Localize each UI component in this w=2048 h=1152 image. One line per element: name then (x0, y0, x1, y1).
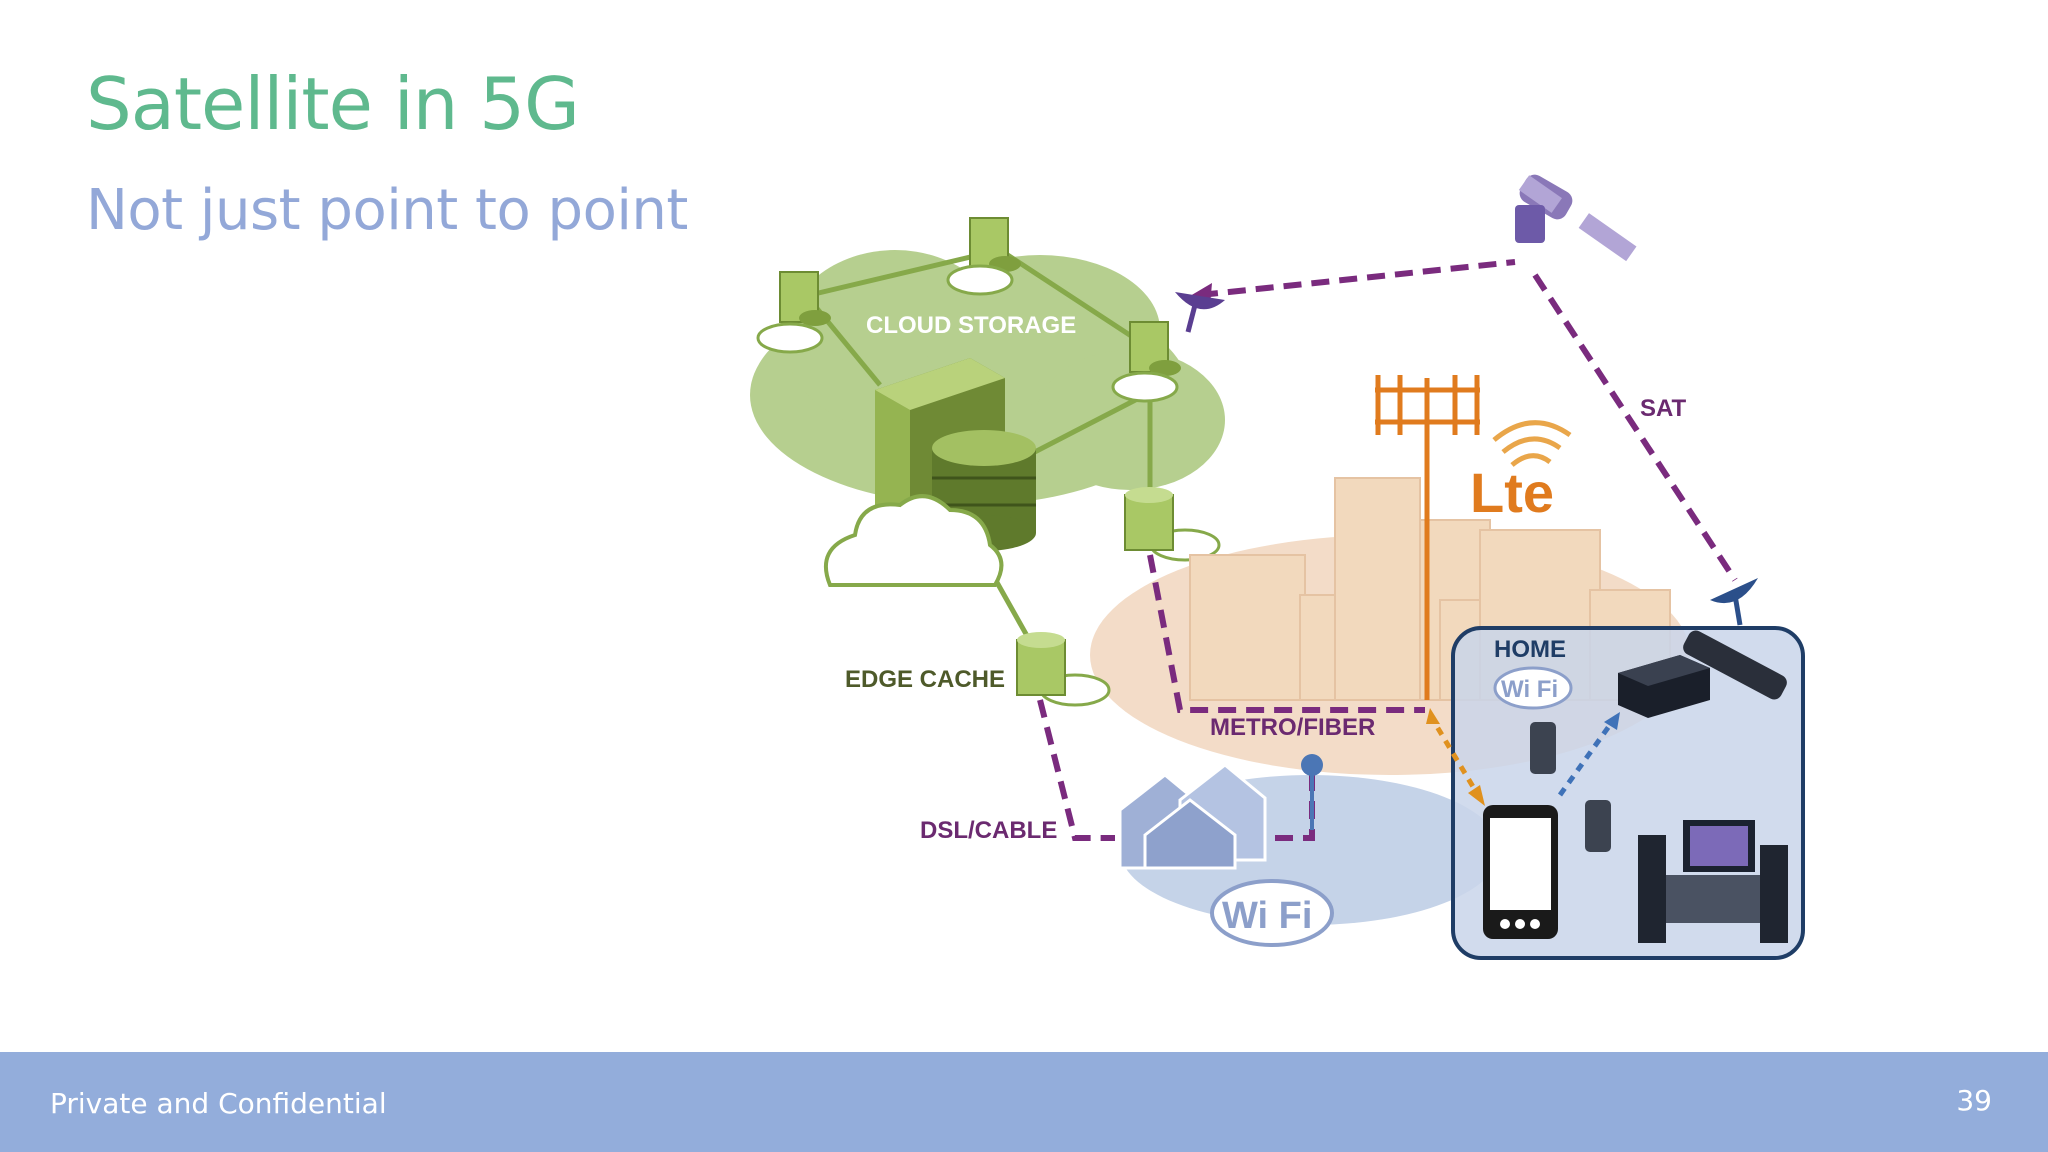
wifi-arrowhead (1604, 712, 1620, 730)
edge-cache-server-icon (1016, 487, 1174, 696)
set-top-box-icon (1618, 655, 1710, 718)
lte-logo: Lte (1470, 461, 1554, 524)
satellite-icon (1515, 174, 1637, 262)
home-label: HOME (1494, 636, 1566, 663)
remote-icon (1683, 630, 1787, 700)
lte-to-phone-arrow (1427, 713, 1481, 797)
cell-tower-icon (1375, 375, 1480, 700)
dashed-links (1037, 259, 1738, 841)
footer-confidential-text: Private and Confidential (50, 1087, 387, 1120)
slide-title: Satellite in 5G (86, 62, 580, 146)
sat-downlink (1532, 273, 1738, 582)
house-icon (1118, 763, 1267, 870)
network-diagram: CLOUD STORAGE (750, 174, 1805, 960)
wifi-home-text: Wi Fi (1501, 676, 1558, 703)
large-cloud-icon (824, 494, 1004, 587)
wifi-hotspot-pin-icon (1301, 754, 1323, 830)
page-number: 39 (1956, 1084, 1992, 1117)
edge-cache-label: EDGE CACHE (845, 666, 1005, 693)
sat-label: SAT (1640, 395, 1687, 422)
cloud-storage-label: CLOUD STORAGE (866, 312, 1076, 339)
small-phone-icon (1530, 722, 1611, 852)
slide-subtitle: Not just point to point (86, 178, 688, 243)
lte-arrowhead (1468, 785, 1485, 806)
dsl-cable-label: DSL/CABLE (920, 817, 1057, 844)
house-link (1275, 775, 1315, 841)
tv-icon (1638, 820, 1788, 943)
metro-fiber-link (1147, 554, 1425, 713)
metro-fiber-label: METRO/FIBER (1210, 714, 1375, 741)
dsl-cable-link (1037, 699, 1115, 841)
lte-arrowhead-top (1426, 708, 1440, 724)
wifi-bottom-text: Wi Fi (1222, 895, 1312, 937)
home-satellite-dish-icon (1710, 578, 1758, 626)
wifi-logo-home: Wi Fi (1493, 666, 1573, 710)
sat-uplink (1199, 259, 1516, 298)
server-icon (779, 217, 1181, 376)
wifi-logo-bottom: Wi Fi (1210, 879, 1334, 947)
smartphone-icon (1483, 805, 1558, 939)
footer-bar: Private and Confidential 39 (0, 1052, 2048, 1152)
lte-signal-icon (1492, 420, 1572, 467)
satellite-dish-icon (1175, 292, 1225, 333)
